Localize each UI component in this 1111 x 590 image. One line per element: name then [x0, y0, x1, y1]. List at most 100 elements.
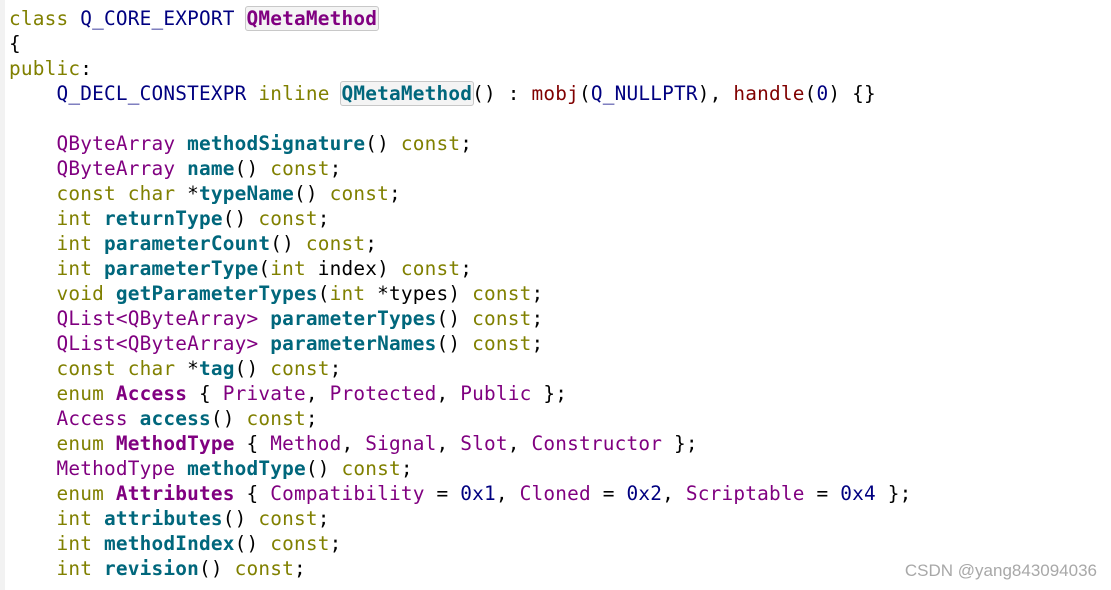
- code-token: const: [305, 232, 366, 255]
- code-token: int: [56, 507, 104, 530]
- code-token: int: [56, 207, 104, 230]
- code-token: Q_NULLPTR: [590, 82, 698, 105]
- code-token: ;: [329, 532, 342, 555]
- code-token: Attributes: [115, 482, 235, 505]
- code-line[interactable]: {: [9, 31, 912, 56]
- code-line[interactable]: Q_DECL_CONSTEXPR inline QMetaMethod() : …: [9, 81, 912, 106]
- code-token: [9, 282, 57, 305]
- code-token: returnType: [104, 207, 223, 230]
- code-token: const: [270, 357, 330, 380]
- code-line[interactable]: class Q_CORE_EXPORT QMetaMethod: [9, 6, 912, 31]
- code-token: [9, 507, 57, 530]
- code-token: Private: [222, 382, 306, 405]
- code-line[interactable]: QList<QByteArray> parameterTypes() const…: [9, 306, 912, 331]
- code-line[interactable]: int methodIndex() const;: [9, 531, 912, 556]
- code-token: ;: [365, 232, 378, 255]
- code-token: [9, 257, 57, 280]
- code-line[interactable]: QByteArray methodSignature() const;: [9, 131, 912, 156]
- code-line[interactable]: const char *typeName() const;: [9, 181, 912, 206]
- code-token: const: [270, 532, 330, 555]
- code-token: parameterTypes: [270, 307, 437, 330]
- code-token: [9, 557, 57, 580]
- code-token: (: [317, 282, 330, 305]
- code-line[interactable]: MethodType methodType() const;: [9, 456, 912, 481]
- code-token: ;: [460, 257, 473, 280]
- code-token: 0x1: [460, 482, 496, 505]
- code-line[interactable]: public:: [9, 56, 912, 81]
- code-token: };: [662, 432, 698, 455]
- code-token: const: [472, 332, 532, 355]
- code-token: inline: [258, 82, 342, 105]
- code-token: [9, 157, 57, 180]
- code-token: const char: [56, 357, 188, 380]
- editor-gutter: [0, 0, 5, 590]
- code-line[interactable]: const char *tag() const;: [9, 356, 912, 381]
- code-token: (): [234, 157, 271, 180]
- code-token: *: [187, 182, 199, 205]
- code-token: const: [400, 132, 461, 155]
- code-token: (): [222, 507, 259, 530]
- code-token: {: [187, 382, 223, 405]
- code-token: (): [234, 357, 271, 380]
- code-token: ),: [697, 82, 734, 105]
- code-token: [9, 82, 57, 105]
- code-token: Signal: [365, 432, 437, 455]
- code-token: const: [400, 257, 461, 280]
- code-line[interactable]: enum Attributes { Compatibility = 0x1, C…: [9, 481, 912, 506]
- code-line[interactable]: int parameterType(int index) const;: [9, 256, 912, 281]
- code-token: {: [234, 432, 271, 455]
- code-token: [9, 332, 57, 355]
- code-line[interactable]: int attributes() const;: [9, 506, 912, 531]
- code-token: ;: [305, 407, 318, 430]
- code-token: const: [329, 182, 389, 205]
- code-line[interactable]: enum MethodType { Method, Signal, Slot, …: [9, 431, 912, 456]
- code-token: [9, 132, 57, 155]
- code-token: revision: [104, 557, 199, 580]
- code-token: methodSignature: [187, 132, 366, 155]
- code-token: attributes: [104, 507, 223, 530]
- code-token: };: [875, 482, 912, 505]
- code-token: :: [80, 57, 93, 80]
- code-token: int: [270, 257, 318, 280]
- code-line[interactable]: [9, 106, 912, 131]
- code-token: getParameterTypes: [115, 282, 318, 305]
- code-token: ;: [294, 557, 306, 580]
- code-token: 0x2: [626, 482, 663, 505]
- code-token: Method: [270, 432, 342, 455]
- code-token: *types): [377, 282, 473, 305]
- code-token: name: [187, 157, 235, 180]
- code-line[interactable]: enum Access { Private, Protected, Public…: [9, 381, 912, 406]
- code-token: 0: [816, 82, 829, 105]
- code-line[interactable]: QList<QByteArray> parameterNames() const…: [9, 331, 912, 356]
- code-token: index): [317, 257, 401, 280]
- code-token: QByteArray: [56, 157, 188, 180]
- code-line[interactable]: QByteArray name() const;: [9, 156, 912, 181]
- code-token: (: [804, 82, 817, 105]
- code-line[interactable]: int returnType() const;: [9, 206, 912, 231]
- code-token: Scriptable: [685, 482, 805, 505]
- code-token: QByteArray: [56, 132, 188, 155]
- code-token: ,: [662, 482, 686, 505]
- code-token: handle: [733, 82, 805, 105]
- code-line[interactable]: Access access() const;: [9, 406, 912, 431]
- code-token: parameterType: [104, 257, 259, 280]
- code-token: MethodType: [115, 432, 235, 455]
- code-token: () :: [472, 82, 532, 105]
- code-token: const: [341, 457, 401, 480]
- code-token: [9, 382, 57, 405]
- code-token: QList<QByteArray>: [56, 307, 271, 330]
- code-token: =: [590, 482, 627, 505]
- code-line[interactable]: int parameterCount() const;: [9, 231, 912, 256]
- code-line[interactable]: int revision() const;: [9, 556, 912, 581]
- code-token: ;: [389, 182, 401, 205]
- code-token: (): [234, 532, 271, 555]
- code-token: [9, 432, 57, 455]
- code-token: mobj: [531, 82, 579, 105]
- code-editor[interactable]: class Q_CORE_EXPORT QMetaMethod{public: …: [9, 6, 912, 581]
- code-token: parameterNames: [270, 332, 437, 355]
- code-token: [9, 207, 57, 230]
- code-token: const: [258, 507, 318, 530]
- code-line[interactable]: void getParameterTypes(int *types) const…: [9, 281, 912, 306]
- code-token: void: [56, 282, 116, 305]
- code-token: (): [305, 457, 342, 480]
